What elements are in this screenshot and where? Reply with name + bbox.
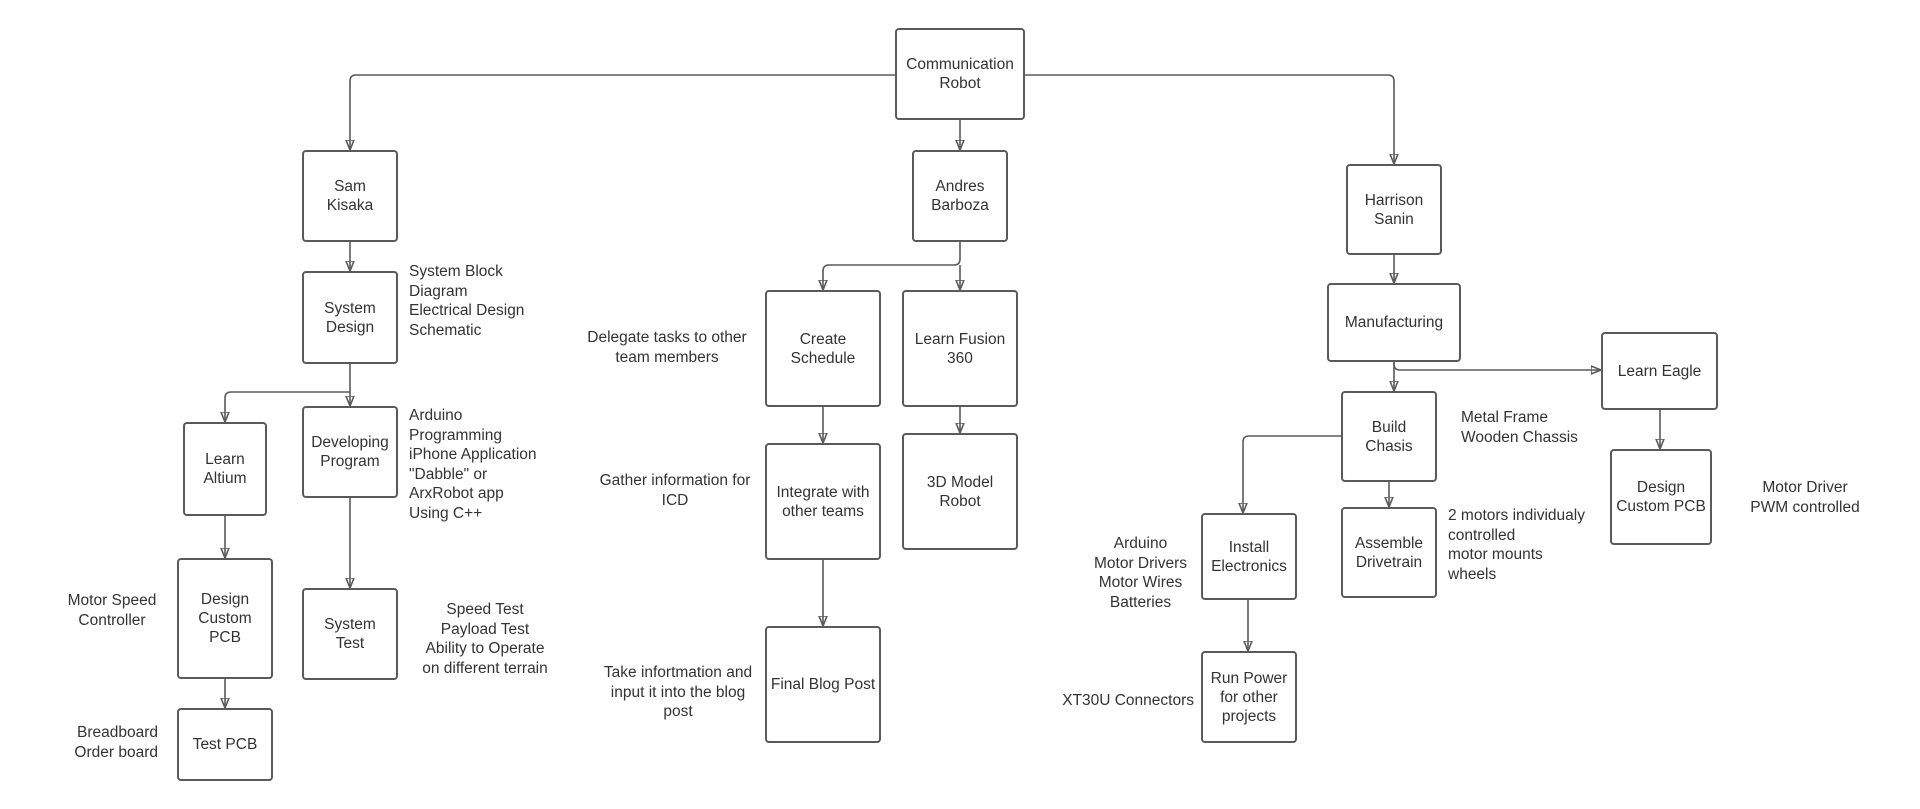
node-integrate-other-teams: Integrate with other teams [765,443,881,560]
note-create-schedule: Delegate tasks to other team members [587,329,747,366]
node-design-custom-pcb-right: Design Custom PCB [1610,449,1712,545]
node-developing-program: Developing Program [302,406,398,498]
node-final-blog-post: Final Blog Post [765,626,881,743]
node-andres-barboza: Andres Barboza [912,150,1008,242]
edge-root-harrison [1025,74,1394,163]
edge-systemdesign-altium [225,364,351,421]
note-system-test: Speed Test Payload Test Ability to Opera… [422,601,548,677]
node-manufacturing: Manufacturing [1327,283,1461,362]
node-create-schedule: Create Schedule [765,290,881,407]
note-run-power: XT30U Connectors [1062,692,1194,709]
node-3d-model-robot: 3D Model Robot [902,433,1018,550]
note-design-custom-pcb-right: Motor Driver PWM controlled [1750,479,1860,516]
note-assemble-drivetrain: 2 motors individualy controlled motor mo… [1448,507,1585,583]
note-test-pcb: Breadboard Order board [74,724,158,761]
node-system-design: System Design [302,271,398,364]
node-learn-altium: Learn Altium [183,422,267,516]
edge-manufacturing-eagle [1393,362,1600,370]
node-run-power: Run Power for other projects [1201,651,1297,743]
node-design-custom-pcb-left: Design Custom PCB [177,558,273,679]
edge-buildchasis-install [1243,435,1341,512]
node-system-test: System Test [302,588,398,680]
node-communication-robot: Communication Robot [895,28,1025,120]
node-learn-eagle: Learn Eagle [1601,332,1718,410]
note-design-custom-pcb-left: Motor Speed Controller [67,592,157,629]
node-test-pcb: Test PCB [177,708,273,781]
node-install-electronics: Install Electronics [1201,513,1297,600]
note-build-chasis: Metal Frame Wooden Chassis [1461,409,1578,446]
edge-root-sam [350,74,895,149]
node-build-chasis: Build Chasis [1341,391,1437,482]
node-harrison-sanin: Harrison Sanin [1346,164,1442,255]
note-install-electronics: Arduino Motor Drivers Motor Wires Batter… [1093,535,1187,611]
node-sam-kisaka: Sam Kisaka [302,150,398,242]
edge-andres-schedule [823,242,961,289]
note-system-design: System Block Diagram Electrical Design S… [409,263,525,339]
note-final-blog: Take infortmation and input it into the … [603,664,753,720]
note-developing-program: Arduino Programming iPhone Application "… [409,407,537,522]
note-integrate-teams: Gather information for ICD [599,472,751,509]
node-assemble-drivetrain: Assemble Drivetrain [1341,507,1437,598]
node-learn-fusion-360: Learn Fusion 360 [902,290,1018,407]
